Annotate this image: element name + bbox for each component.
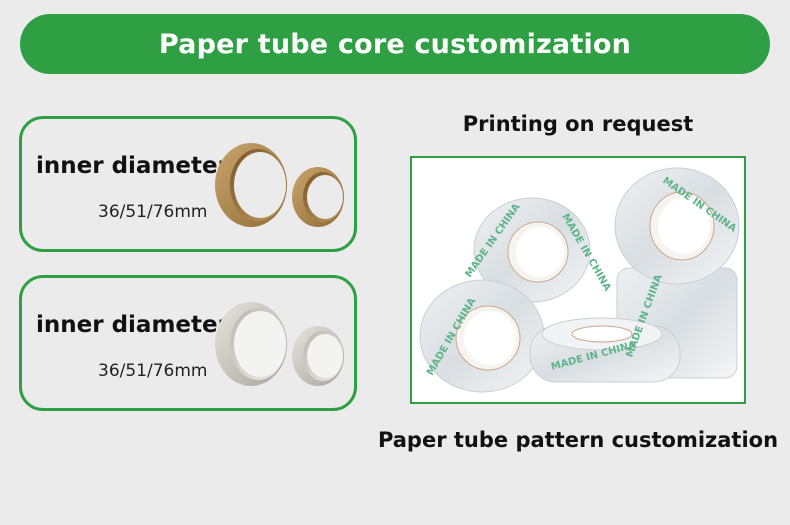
white-core-card: inner diameter 36/51/76mm	[19, 275, 357, 411]
clear-tape-rolls-image: MADE IN CHINA MADE IN CHINA MADE IN CHIN…	[412, 158, 744, 402]
card-title: inner diameter	[36, 312, 229, 338]
kraft-core-card: inner diameter 36/51/76mm	[19, 116, 357, 252]
card-title: inner diameter	[36, 153, 229, 179]
card-sizes: 36/51/76mm	[98, 202, 208, 222]
printed-tape-photo: MADE IN CHINA MADE IN CHINA MADE IN CHIN…	[410, 156, 746, 404]
card-sizes: 36/51/76mm	[98, 361, 208, 381]
white-paper-core-image	[215, 302, 344, 386]
printing-title: Printing on request	[462, 112, 694, 136]
kraft-paper-core-image	[215, 143, 344, 227]
pattern-caption: Paper tube pattern customization	[377, 428, 779, 452]
header-banner: Paper tube core customization	[20, 14, 770, 74]
page-title: Paper tube core customization	[158, 28, 632, 60]
